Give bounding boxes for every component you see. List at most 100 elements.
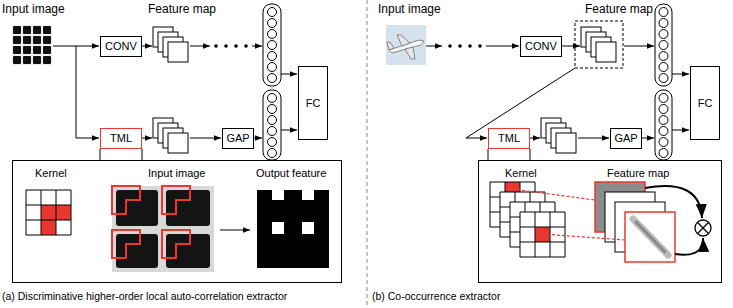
vector-column <box>659 149 668 158</box>
texture-image <box>33 26 41 34</box>
input-patch <box>116 234 158 268</box>
texture-image <box>23 26 31 34</box>
panel-label: Feature map <box>607 167 669 180</box>
ellipsis-dots <box>214 44 248 48</box>
box-label: FC <box>698 97 713 110</box>
divider <box>367 0 368 308</box>
feature-map-stack <box>625 212 675 262</box>
texture-image <box>43 26 51 34</box>
vector-column <box>659 63 668 72</box>
input-patch <box>112 186 214 272</box>
flow-lines <box>530 138 540 139</box>
vector-column <box>268 41 277 50</box>
process-box: TML <box>488 128 530 149</box>
kernel-grid <box>41 220 56 235</box>
vector-column <box>659 127 668 136</box>
kernel-link <box>512 189 625 240</box>
process-box: CONV <box>520 36 562 57</box>
texture-image <box>43 56 51 64</box>
panel-label: Input image <box>148 167 205 180</box>
texture-image <box>33 36 41 44</box>
airplane-image <box>405 47 415 59</box>
ellipsis-dots <box>468 44 472 48</box>
input-patch <box>162 186 190 214</box>
kernel-grid <box>26 190 71 235</box>
product-arrows <box>645 186 702 218</box>
vector-column <box>263 4 281 160</box>
airplane-image <box>386 25 426 65</box>
flow-lines <box>100 149 142 160</box>
flow-lines <box>672 74 689 75</box>
texture-image <box>23 46 31 54</box>
box-label: TML <box>498 132 520 145</box>
feature-map-stack <box>633 219 668 255</box>
vector-column <box>659 41 668 50</box>
flow-lines <box>252 46 262 47</box>
feature-map-stack <box>636 222 665 252</box>
ellipsis-dots <box>458 44 462 48</box>
product-symbol <box>697 222 708 233</box>
texture-image <box>13 26 21 34</box>
input-patch <box>166 190 210 226</box>
flow-lines <box>254 138 262 139</box>
output-feature <box>302 190 314 200</box>
texture-image <box>23 36 31 44</box>
kernel-link <box>542 234 625 240</box>
vector-column <box>263 4 281 86</box>
vector-column <box>268 105 277 114</box>
vector-column <box>655 4 672 160</box>
input-patch <box>112 230 140 258</box>
panel-label: Output feature <box>256 167 326 180</box>
flow-lines <box>142 138 152 139</box>
product-arrows <box>645 186 703 255</box>
feature-map-stack <box>556 133 576 153</box>
texture-image <box>13 36 21 44</box>
flow-lines <box>624 46 654 47</box>
flow-lines <box>76 46 99 138</box>
texture-image <box>13 56 21 64</box>
airplane-image <box>397 35 410 46</box>
flow-lines <box>142 46 152 47</box>
texture-image <box>13 46 21 54</box>
vector-column <box>659 8 668 17</box>
flow-lines <box>488 149 530 160</box>
caption: (b) Co-occurrence extractor <box>372 290 500 302</box>
vector-column <box>268 63 277 72</box>
process-box: TML <box>100 128 142 149</box>
dashed-selection <box>575 21 623 68</box>
process-box: GAP <box>610 128 642 149</box>
ellipsis-dots <box>224 44 228 48</box>
ellipsis-dots <box>448 44 482 48</box>
detail-panel: KernelFeature map <box>478 160 722 283</box>
process-box: FC <box>690 66 720 140</box>
texture-image <box>23 56 31 64</box>
product-symbol <box>695 220 711 236</box>
input-patch <box>116 190 158 226</box>
input-patch <box>162 230 190 258</box>
flow-lines <box>642 138 654 139</box>
flow-lines <box>562 46 580 47</box>
box-label: GAP <box>226 132 249 145</box>
box-label: CONV <box>525 40 557 53</box>
process-box: CONV <box>100 36 142 57</box>
vector-column <box>659 116 668 125</box>
flow-line <box>220 230 250 231</box>
texture-image <box>12 25 52 65</box>
vector-column <box>659 94 668 103</box>
kernel-grid <box>56 205 71 220</box>
vector-column <box>659 30 668 39</box>
flow-lines <box>281 74 297 75</box>
texture-image <box>43 36 51 44</box>
vector-column <box>268 149 277 158</box>
input-patch <box>166 234 210 268</box>
caption: (a) Discriminative higher-order local au… <box>2 290 287 302</box>
feature-map-stack <box>595 182 675 262</box>
feature-map-stack <box>168 42 188 62</box>
output-feature <box>302 222 314 234</box>
section-label: Feature map <box>148 3 216 17</box>
flow-lines <box>426 46 689 160</box>
detail-panel: KernelInput imageOutput feature <box>12 160 342 283</box>
section-label: Input image <box>378 3 441 17</box>
flow-lines <box>190 138 221 139</box>
